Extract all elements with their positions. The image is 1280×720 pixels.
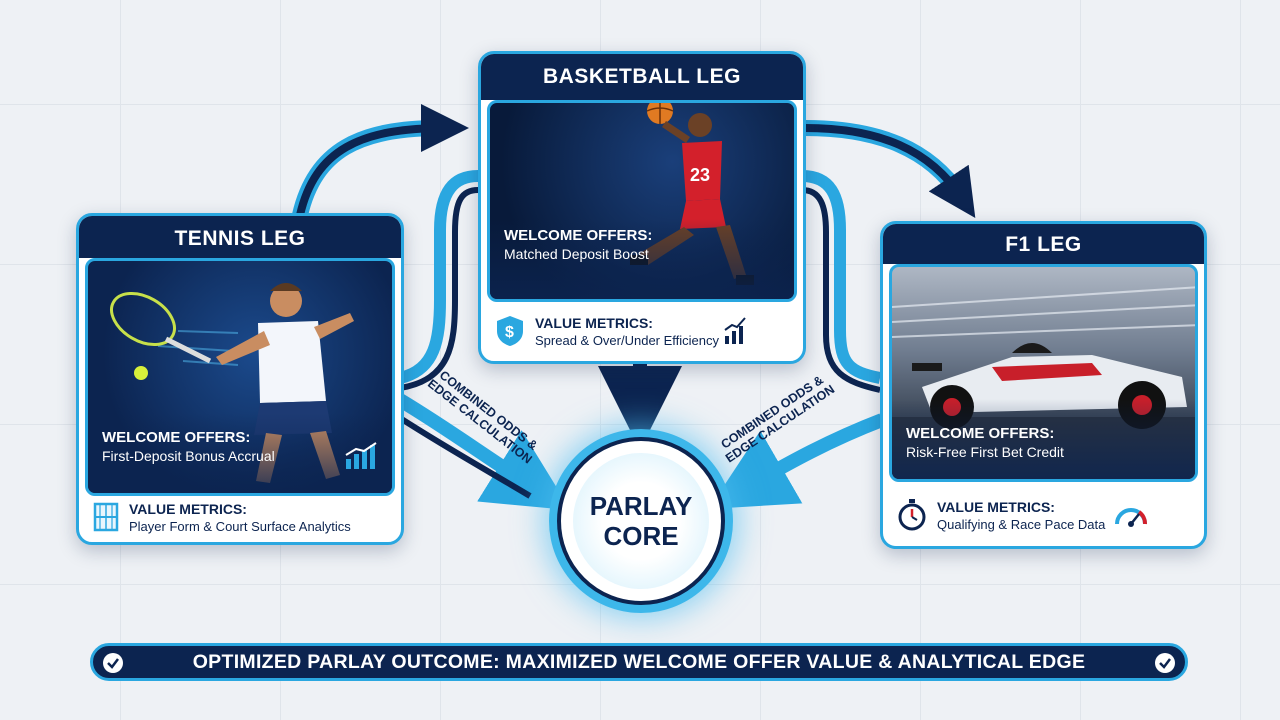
f1-car-illustration: WELCOME OFFERS: Risk-Free First Bet Cred…	[889, 264, 1198, 482]
offer-value: Matched Deposit Boost	[504, 246, 649, 262]
arrow-f1-to-core	[708, 413, 885, 510]
jersey-number: 23	[690, 165, 710, 185]
tennis-leg-title: TENNIS LEG	[79, 216, 401, 258]
offer-value: Risk-Free First Bet Credit	[906, 444, 1064, 460]
metrics-title: VALUE METRICS:	[129, 500, 247, 517]
parlay-core: PARLAY CORE	[557, 437, 725, 605]
f1-leg-title: F1 LEG	[883, 224, 1204, 264]
svg-text:$: $	[505, 324, 514, 341]
core-line-2: CORE	[603, 521, 679, 551]
offer-title: WELCOME OFFERS:	[504, 227, 653, 244]
tennis-player-illustration: WELCOME OFFERS: First-Deposit Bonus Accr…	[85, 258, 395, 496]
loop-right	[801, 170, 882, 384]
basketball-leg-card: BASKETBALL LEG 23 WELCOME OFFERS: Matche…	[478, 51, 806, 364]
offer-shade	[892, 399, 1195, 479]
tennis-metrics: VALUE METRICS: Player Form & Court Surfa…	[79, 492, 401, 542]
basketball-player-illustration: 23 WELCOME OFFERS: Matched Deposit Boost	[487, 100, 797, 302]
offer-value: First-Deposit Bonus Accrual	[102, 448, 275, 464]
metrics-value: Spread & Over/Under Efficiency	[535, 332, 720, 348]
tennis-offer: WELCOME OFFERS: First-Deposit Bonus Accr…	[102, 429, 275, 464]
offer-title: WELCOME OFFERS:	[906, 425, 1055, 442]
dollar-shield-icon: $	[495, 314, 525, 348]
trend-up-icon	[724, 317, 746, 344]
metrics-value: Qualifying & Race Pace Data	[937, 516, 1106, 532]
banner-text: OPTIMIZED PARLAY OUTCOME: MAXIMIZED WELC…	[192, 650, 1086, 673]
arrow-tennis-to-core	[396, 393, 571, 511]
offer-shade	[88, 413, 392, 493]
basketball-offer: WELCOME OFFERS: Matched Deposit Boost	[504, 227, 652, 262]
f1-leg-card: F1 LEG WELCOME OFFERS: Risk-Free First B…	[880, 221, 1207, 549]
basketball-leg-title: BASKETBALL LEG	[481, 54, 803, 100]
metrics-title: VALUE METRICS:	[535, 314, 653, 331]
loop-left	[398, 170, 479, 384]
stopwatch-icon	[897, 498, 927, 532]
tennis-leg-card: TENNIS LEG WELCOME OFFERS: First-Deposit…	[76, 213, 404, 545]
metrics-value: Player Form & Court Surface Analytics	[129, 518, 351, 534]
f1-metrics: VALUE METRICS: Qualifying & Race Pace Da…	[883, 484, 1204, 546]
metrics-title: VALUE METRICS:	[937, 498, 1055, 515]
check-circle-icon	[1155, 653, 1175, 673]
offer-title: WELCOME OFFERS:	[102, 429, 251, 446]
outcome-banner: OPTIMIZED PARLAY OUTCOME: MAXIMIZED WELC…	[90, 643, 1188, 681]
offer-shade	[490, 219, 794, 299]
bar-chart-growth-icon	[345, 442, 377, 469]
check-circle-icon	[103, 653, 123, 673]
f1-offer: WELCOME OFFERS: Risk-Free First Bet Cred…	[906, 425, 1064, 460]
core-line-1: PARLAY	[589, 491, 693, 521]
speedometer-icon	[1115, 508, 1148, 527]
court-icon	[93, 502, 119, 532]
basketball-metrics: $ VALUE METRICS: Spread & Over/Under Eff…	[481, 301, 803, 361]
tennis-player-icon	[110, 283, 354, 483]
